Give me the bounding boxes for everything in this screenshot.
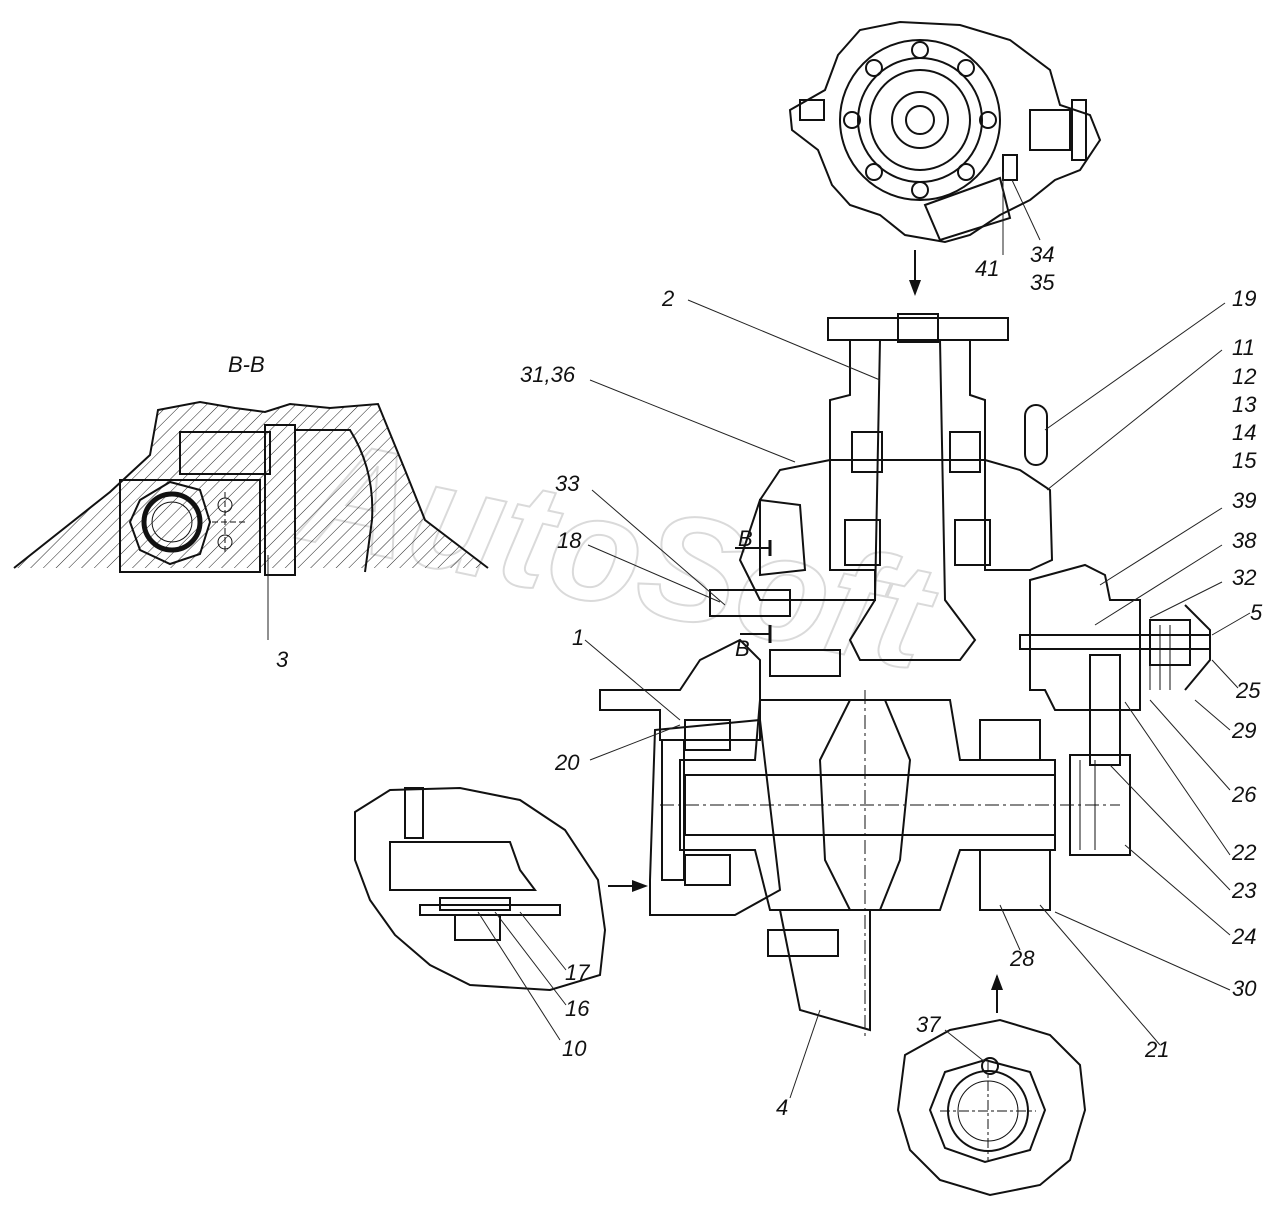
callout-39: 39 bbox=[1232, 488, 1256, 513]
section-title: B-B bbox=[228, 352, 265, 377]
callout-18: 18 bbox=[557, 528, 582, 553]
callout-38: 38 bbox=[1232, 528, 1257, 553]
callout-23: 23 bbox=[1231, 878, 1257, 903]
callout-29: 29 bbox=[1231, 718, 1256, 743]
detail-view-bottom bbox=[896, 1018, 1087, 1197]
callout-11: 11 bbox=[1232, 335, 1255, 360]
callout-26: 26 bbox=[1231, 782, 1257, 807]
callout-34: 34 bbox=[1030, 242, 1054, 267]
top-view-flange bbox=[788, 20, 1102, 244]
callout-5: 5 bbox=[1250, 600, 1263, 625]
callout-4: 4 bbox=[776, 1095, 788, 1120]
callout-24: 24 bbox=[1231, 924, 1256, 949]
callout-14: 14 bbox=[1232, 420, 1256, 445]
callout-28: 28 bbox=[1009, 946, 1035, 971]
callout-30: 30 bbox=[1232, 976, 1257, 1001]
callout-12: 12 bbox=[1232, 364, 1256, 389]
callout-35: 35 bbox=[1030, 270, 1055, 295]
callout-41: 41 bbox=[975, 256, 999, 281]
section-mark-bottom: B bbox=[735, 636, 750, 661]
callout-16: 16 bbox=[565, 996, 590, 1021]
callout-22: 22 bbox=[1231, 840, 1256, 865]
callout-32: 32 bbox=[1232, 565, 1256, 590]
view-arrow-down bbox=[909, 250, 921, 296]
detail-view-lower-left bbox=[354, 786, 607, 992]
callout-21: 21 bbox=[1144, 1037, 1169, 1062]
callout-17: 17 bbox=[565, 960, 590, 985]
callout-15: 15 bbox=[1232, 448, 1257, 473]
callout-20: 20 bbox=[554, 750, 580, 775]
callout-13: 13 bbox=[1232, 392, 1257, 417]
callout-3: 3 bbox=[276, 647, 289, 672]
callout-1: 1 bbox=[572, 625, 584, 650]
leader-lines bbox=[267, 172, 1251, 1099]
callout-10: 10 bbox=[562, 1036, 587, 1061]
section-bb-view bbox=[13, 400, 489, 576]
callout-31-36: 31,36 bbox=[520, 362, 576, 387]
callout-19: 19 bbox=[1232, 286, 1256, 311]
callout-2: 2 bbox=[661, 286, 674, 311]
main-assembly-section bbox=[599, 313, 1211, 1040]
section-mark-top: B bbox=[738, 526, 753, 551]
callout-37: 37 bbox=[916, 1012, 941, 1037]
callout-25: 25 bbox=[1235, 678, 1261, 703]
callout-33: 33 bbox=[555, 471, 580, 496]
